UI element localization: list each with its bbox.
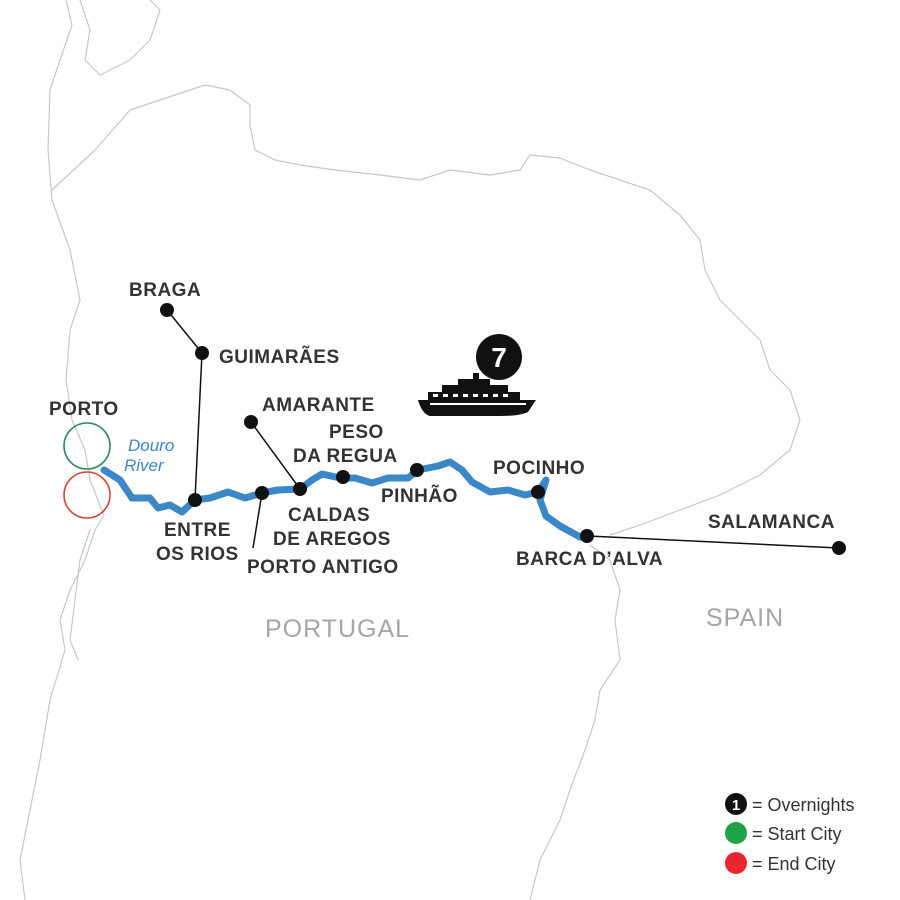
porto-label: PORTO (49, 399, 119, 420)
legend-end-dot (725, 852, 747, 874)
legend-end-label: = End City (752, 854, 836, 874)
galicia-border (79, 0, 161, 76)
spain-label: SPAIN (706, 604, 784, 632)
map-borders (19, 0, 801, 900)
cruise-ship-icon (418, 373, 536, 416)
peso-label-line2: DA REGUA (293, 446, 398, 467)
porto-antigo-label: PORTO ANTIGO (247, 557, 399, 578)
pocinho-label: POCINHO (493, 458, 585, 479)
inner-region-line (69, 529, 91, 661)
braga-guimaraes-line (166, 309, 203, 354)
guimaraes-entre-line (194, 352, 203, 501)
caldas-de-aregos-stop (293, 482, 307, 496)
entre-label-line2: OS RIOS (156, 544, 239, 565)
salamanca-label: SALAMANCA (708, 512, 835, 533)
river-label-line2: River (124, 456, 165, 475)
portugal-label: PORTUGAL (265, 615, 410, 643)
porto-antigo-stop (255, 486, 269, 500)
legend: 1 = Overnights = Start City = End City (725, 793, 855, 874)
caldas-label-line1: CALDAS (288, 505, 370, 526)
braga-stop (160, 303, 174, 317)
pinhao-stop (410, 463, 424, 477)
caldas-label-line2: DE AREGOS (273, 529, 391, 550)
spain-border-east (529, 544, 621, 900)
barca-dalva-label: BARCA D’ALVA (516, 549, 663, 570)
porto-antigo-line (252, 492, 263, 549)
overnights-badge-number: 7 (491, 342, 507, 373)
peso-label-line1: PESO (329, 422, 384, 443)
start-city-ring (63, 422, 111, 470)
legend-start-label: = Start City (752, 824, 842, 844)
salamanca-line (587, 535, 840, 549)
end-city-ring (63, 471, 111, 519)
salamanca-stop (832, 541, 846, 555)
amarante-label: AMARANTE (262, 395, 375, 416)
entre-label-line1: ENTRE (164, 520, 231, 541)
barca-dalva-stop (580, 529, 594, 543)
legend-overnights-label: = Overnights (752, 795, 855, 815)
river-label-line1: Douro (128, 436, 174, 455)
city-labels: BRAGA GUIMARÃES PORTO AMARANTE PESO DA R… (49, 280, 835, 578)
guimaraes-label: GUIMARÃES (219, 346, 340, 368)
legend-overnights-icon-number: 1 (732, 797, 740, 814)
entre-os-rios-stop (188, 493, 202, 507)
coastline (19, 0, 105, 900)
legend-start-dot (725, 822, 747, 844)
stop-markers (160, 303, 846, 555)
legend-overnights-icon (725, 793, 747, 815)
amarante-line (250, 421, 301, 490)
spain-border-north (51, 84, 801, 536)
pinhao-label: PINHÃO (381, 485, 458, 507)
braga-label: BRAGA (129, 280, 201, 301)
peso-da-regua-stop (336, 470, 350, 484)
overnights-badge: 7 (476, 334, 522, 380)
amarante-stop (244, 415, 258, 429)
pocinho-stop (531, 485, 545, 499)
guimaraes-stop (195, 346, 209, 360)
